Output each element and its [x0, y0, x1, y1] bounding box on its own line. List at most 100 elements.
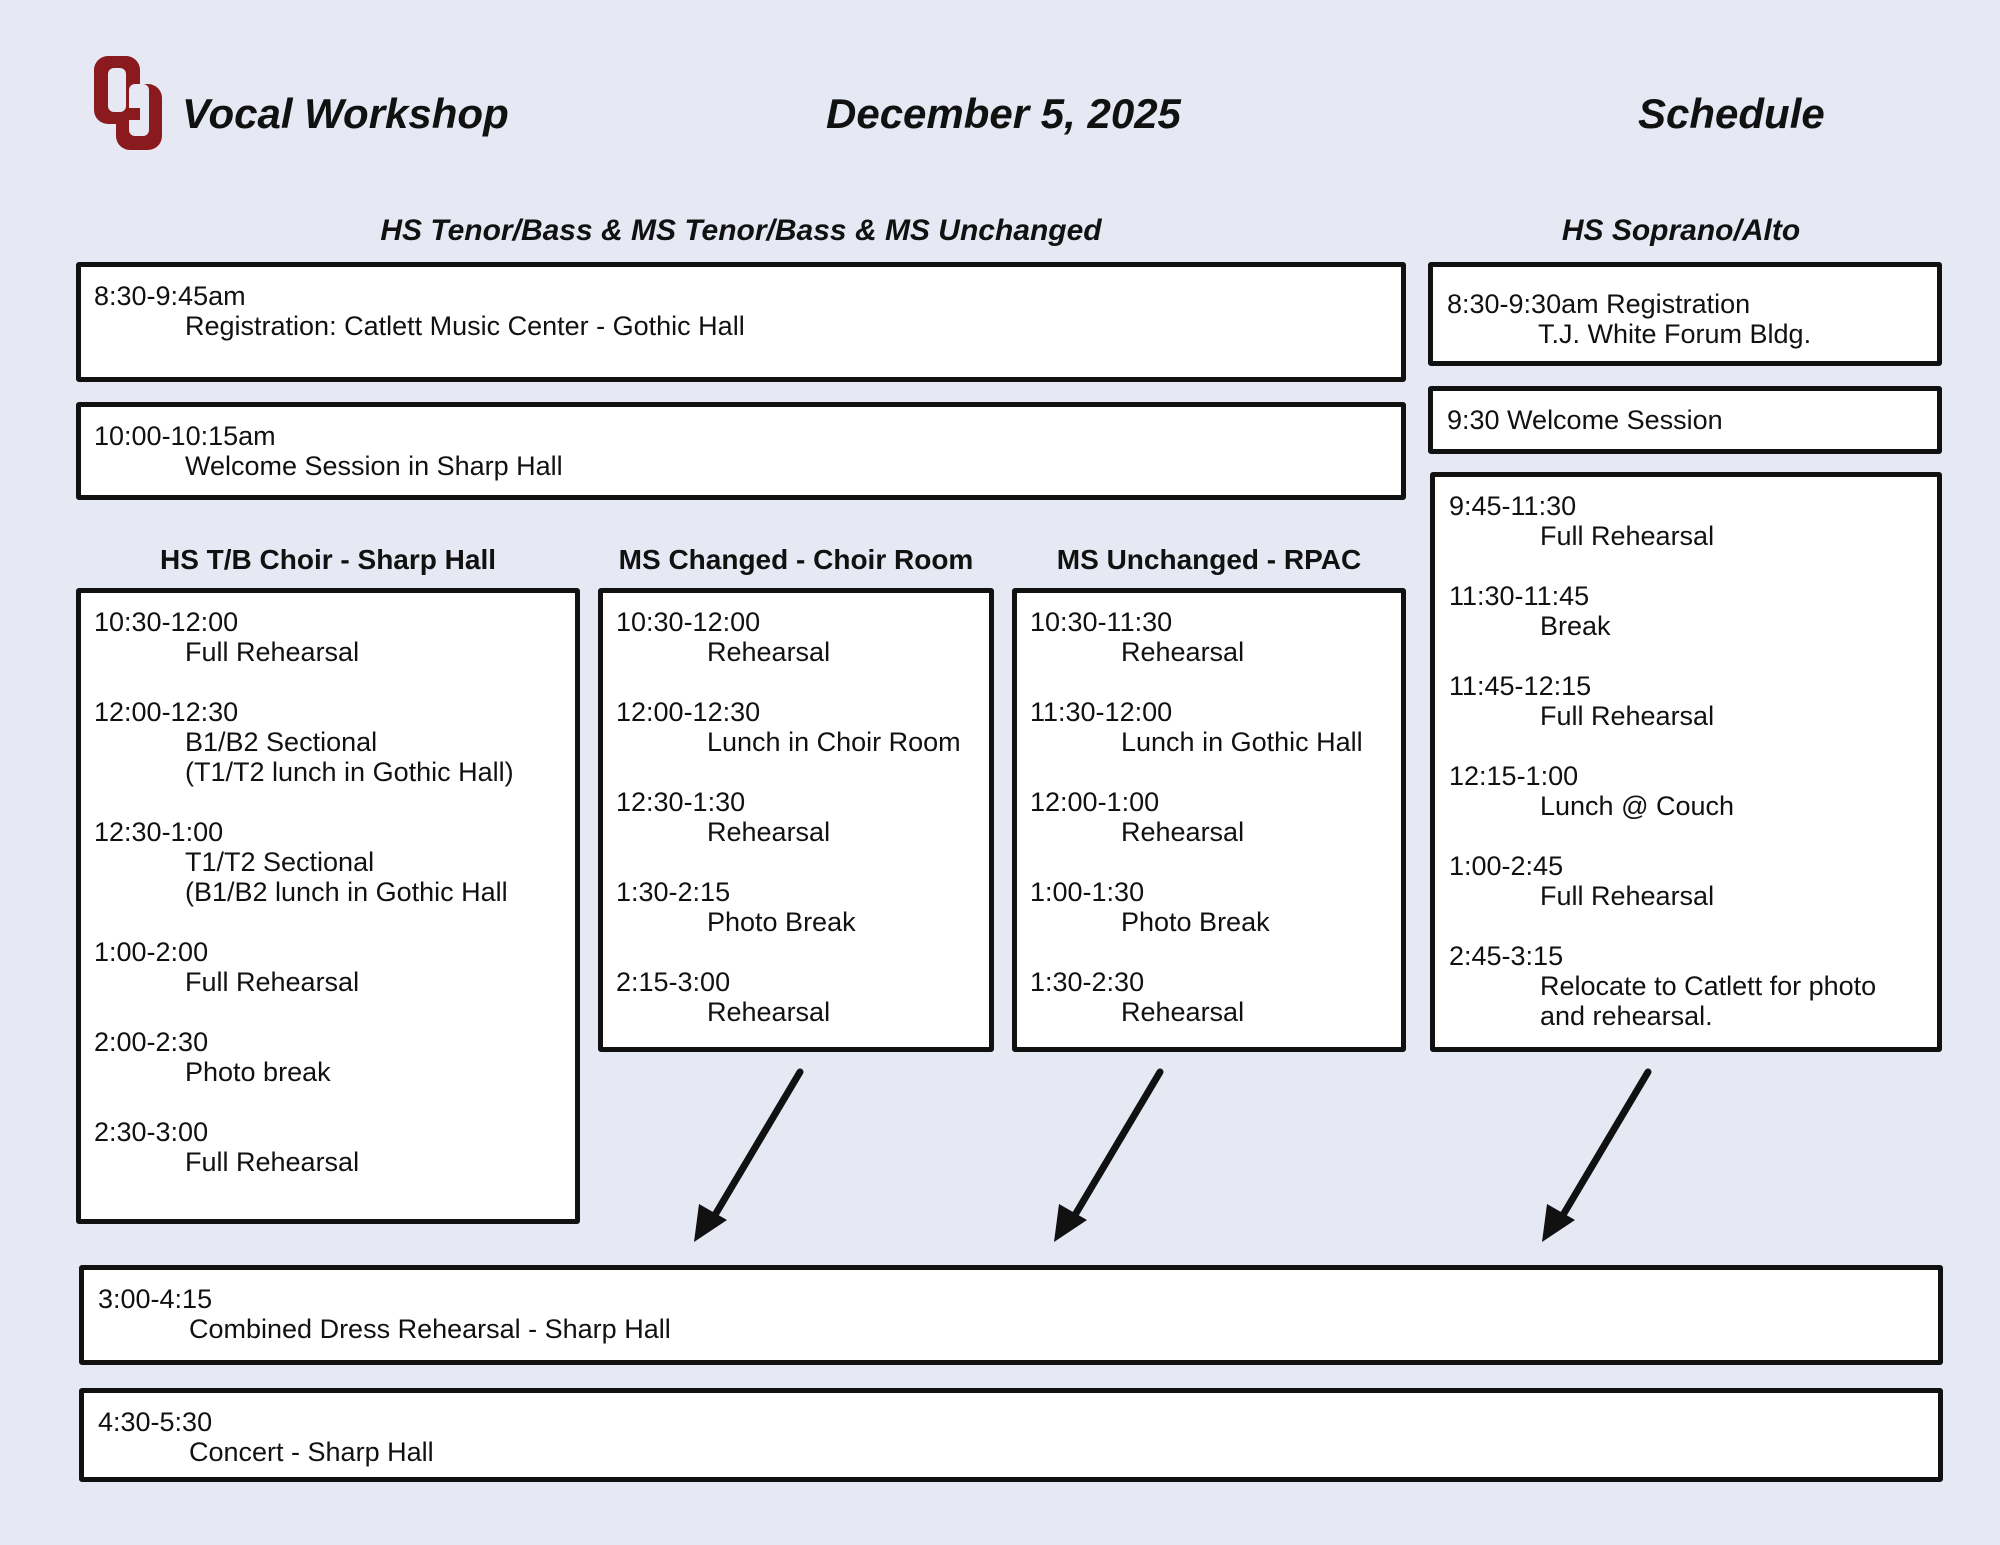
- event-description: Registration: Catlett Music Center - Got…: [185, 311, 745, 341]
- schedule-item: 12:30-1:00 T1/T2 Sectional (B1/B2 lunch …: [94, 817, 562, 907]
- event-time: 12:00-12:30: [94, 697, 239, 727]
- event-time: 2:00-2:30: [94, 1027, 209, 1057]
- arrow-line: [1559, 1068, 1652, 1219]
- schedule-item: 12:15-1:00 Lunch @ Couch: [1449, 761, 1923, 821]
- schedule-item: 1:00-2:00 Full Rehearsal: [94, 937, 562, 997]
- schedule-item: 10:30-12:00 Full Rehearsal: [94, 607, 562, 667]
- workshop-title: Vocal Workshop: [182, 90, 509, 137]
- left-section-heading: HS Tenor/Bass & MS Tenor/Bass & MS Uncha…: [380, 214, 1102, 247]
- event-time: 4:30-5:30: [98, 1407, 213, 1437]
- event-time: 10:30-12:00: [94, 607, 239, 637]
- event-description: B1/B2 Sectional: [185, 727, 378, 757]
- arrow-head: [1542, 1204, 1575, 1242]
- right-section-heading: HS Soprano/Alto: [1561, 214, 1801, 247]
- schedule-item: 1:00-2:45 Full Rehearsal: [1449, 851, 1923, 911]
- schedule-item: 2:45-3:15 Relocate to Catlett for photo …: [1449, 941, 1923, 1031]
- event-time: 1:00-1:30: [1030, 877, 1145, 907]
- event-time: 9:45-11:30: [1449, 491, 1577, 521]
- event-time: 2:30-3:00: [94, 1117, 209, 1147]
- event-description: Relocate to Catlett for photo: [1540, 971, 1877, 1001]
- schedule-item: 1:30-2:15 Photo Break: [616, 877, 976, 937]
- event-time: 12:00-1:00: [1030, 787, 1160, 817]
- event-description: Rehearsal: [1121, 637, 1245, 667]
- event-time: 8:30-9:30am Registration: [1447, 289, 1751, 319]
- arrow-head: [1054, 1204, 1087, 1242]
- sa-schedule-box: 9:45-11:30 Full Rehearsal 11:30-11:45 Br…: [1430, 472, 1942, 1052]
- schedule-item: 12:30-1:30 Rehearsal: [616, 787, 976, 847]
- event-description: Full Rehearsal: [1540, 521, 1715, 551]
- column-heading-hs-tb: HS T/B Choir - Sharp Hall: [159, 544, 497, 575]
- event-description: Welcome Session in Sharp Hall: [185, 451, 563, 481]
- event-description: Rehearsal: [707, 637, 831, 667]
- event-description: Photo break: [185, 1057, 331, 1087]
- event-description: Combined Dress Rehearsal - Sharp Hall: [189, 1314, 671, 1344]
- hs-tb-schedule-box: 10:30-12:00 Full Rehearsal 12:00-12:30 B…: [76, 588, 580, 1224]
- event-description: Full Rehearsal: [1540, 701, 1715, 731]
- event-time: 11:30-12:00: [1030, 697, 1173, 727]
- column-heading-ms-changed: MS Changed - Choir Room: [618, 544, 974, 575]
- event-description: Concert - Sharp Hall: [189, 1437, 434, 1467]
- arrow-head: [694, 1204, 727, 1242]
- ms-unchanged-schedule-box: 10:30-11:30 Rehearsal 11:30-12:00 Lunch …: [1012, 588, 1406, 1052]
- arrow-line: [1071, 1068, 1164, 1219]
- schedule-item: 10:30-11:30 Rehearsal: [1030, 607, 1388, 667]
- schedule-item: 12:00-1:00 Rehearsal: [1030, 787, 1388, 847]
- event-description: T1/T2 Sectional: [185, 847, 375, 877]
- schedule-item: 10:30-12:00 Rehearsal: [616, 607, 976, 667]
- event-description: Photo Break: [707, 907, 856, 937]
- ms-changed-schedule-box: 10:30-12:00 Rehearsal 12:00-12:30 Lunch …: [598, 588, 994, 1052]
- event-description: Break: [1540, 611, 1611, 641]
- schedule-item: 2:15-3:00 Rehearsal: [616, 967, 976, 1027]
- event-description: Lunch in Choir Room: [707, 727, 961, 757]
- event-time: 11:30-11:45: [1449, 581, 1590, 611]
- event-description: Rehearsal: [707, 997, 831, 1027]
- schedule-item: 1:30-2:30 Rehearsal: [1030, 967, 1388, 1027]
- event-description-continued: and rehearsal.: [1540, 1001, 1713, 1031]
- sa-welcome-box: 9:30 Welcome Session: [1428, 386, 1942, 454]
- event-time: 1:30-2:30: [1030, 967, 1145, 997]
- concert-box: 4:30-5:30 Concert - Sharp Hall: [79, 1388, 1943, 1482]
- event-description: Photo Break: [1121, 907, 1270, 937]
- schedule-item: 12:00-12:30 Lunch in Choir Room: [616, 697, 976, 757]
- schedule-item: 12:00-12:30 B1/B2 Sectional (T1/T2 lunch…: [94, 697, 562, 787]
- ou-logo: [94, 56, 162, 150]
- arrow-line: [711, 1068, 804, 1219]
- event-note: (T1/T2 lunch in Gothic Hall): [185, 757, 514, 787]
- dress-rehearsal-box: 3:00-4:15 Combined Dress Rehearsal - Sha…: [79, 1265, 1943, 1365]
- event-time: 3:00-4:15: [98, 1284, 213, 1314]
- event-description: T.J. White Forum Bldg.: [1538, 319, 1812, 349]
- schedule-item: 1:00-1:30 Photo Break: [1030, 877, 1388, 937]
- event-time: 2:45-3:15: [1449, 941, 1564, 971]
- event-description: Full Rehearsal: [185, 967, 360, 997]
- event-time: 9:30 Welcome Session: [1447, 405, 1723, 435]
- event-time: 2:15-3:00: [616, 967, 731, 997]
- schedule-item: 2:00-2:30 Photo break: [94, 1027, 562, 1087]
- column-heading-ms-unchanged: MS Unchanged - RPAC: [1056, 544, 1362, 575]
- welcome-box: 10:00-10:15am Welcome Session in Sharp H…: [76, 402, 1406, 500]
- event-time: 12:30-1:00: [94, 817, 224, 847]
- event-description: Full Rehearsal: [1540, 881, 1715, 911]
- event-description: Full Rehearsal: [185, 637, 360, 667]
- event-time: 10:00-10:15am: [94, 421, 276, 451]
- event-description: Rehearsal: [707, 817, 831, 847]
- event-time: 1:30-2:15: [616, 877, 731, 907]
- schedule-item: 11:30-11:45 Break: [1449, 581, 1923, 641]
- event-time: 10:30-12:00: [616, 607, 761, 637]
- event-description: Lunch in Gothic Hall: [1121, 727, 1363, 757]
- event-note: (B1/B2 lunch in Gothic Hall: [185, 877, 508, 907]
- schedule-item: 11:30-12:00 Lunch in Gothic Hall: [1030, 697, 1388, 757]
- event-time: 12:30-1:30: [616, 787, 746, 817]
- event-time: 1:00-2:45: [1449, 851, 1564, 881]
- registration-box: 8:30-9:45am Registration: Catlett Music …: [76, 262, 1406, 382]
- schedule-item: 2:30-3:00 Full Rehearsal: [94, 1117, 562, 1177]
- sa-registration-box: 8:30-9:30am Registration T.J. White Foru…: [1428, 262, 1942, 366]
- event-time: 12:00-12:30: [616, 697, 761, 727]
- event-description: Rehearsal: [1121, 997, 1245, 1027]
- event-date: December 5, 2025: [826, 90, 1181, 137]
- schedule-label: Schedule: [1638, 90, 1825, 137]
- event-description: Lunch @ Couch: [1540, 791, 1735, 821]
- event-description: Rehearsal: [1121, 817, 1245, 847]
- schedule-item: 9:45-11:30 Full Rehearsal: [1449, 491, 1923, 551]
- event-time: 1:00-2:00: [94, 937, 209, 967]
- schedule-item: 11:45-12:15 Full Rehearsal: [1449, 671, 1923, 731]
